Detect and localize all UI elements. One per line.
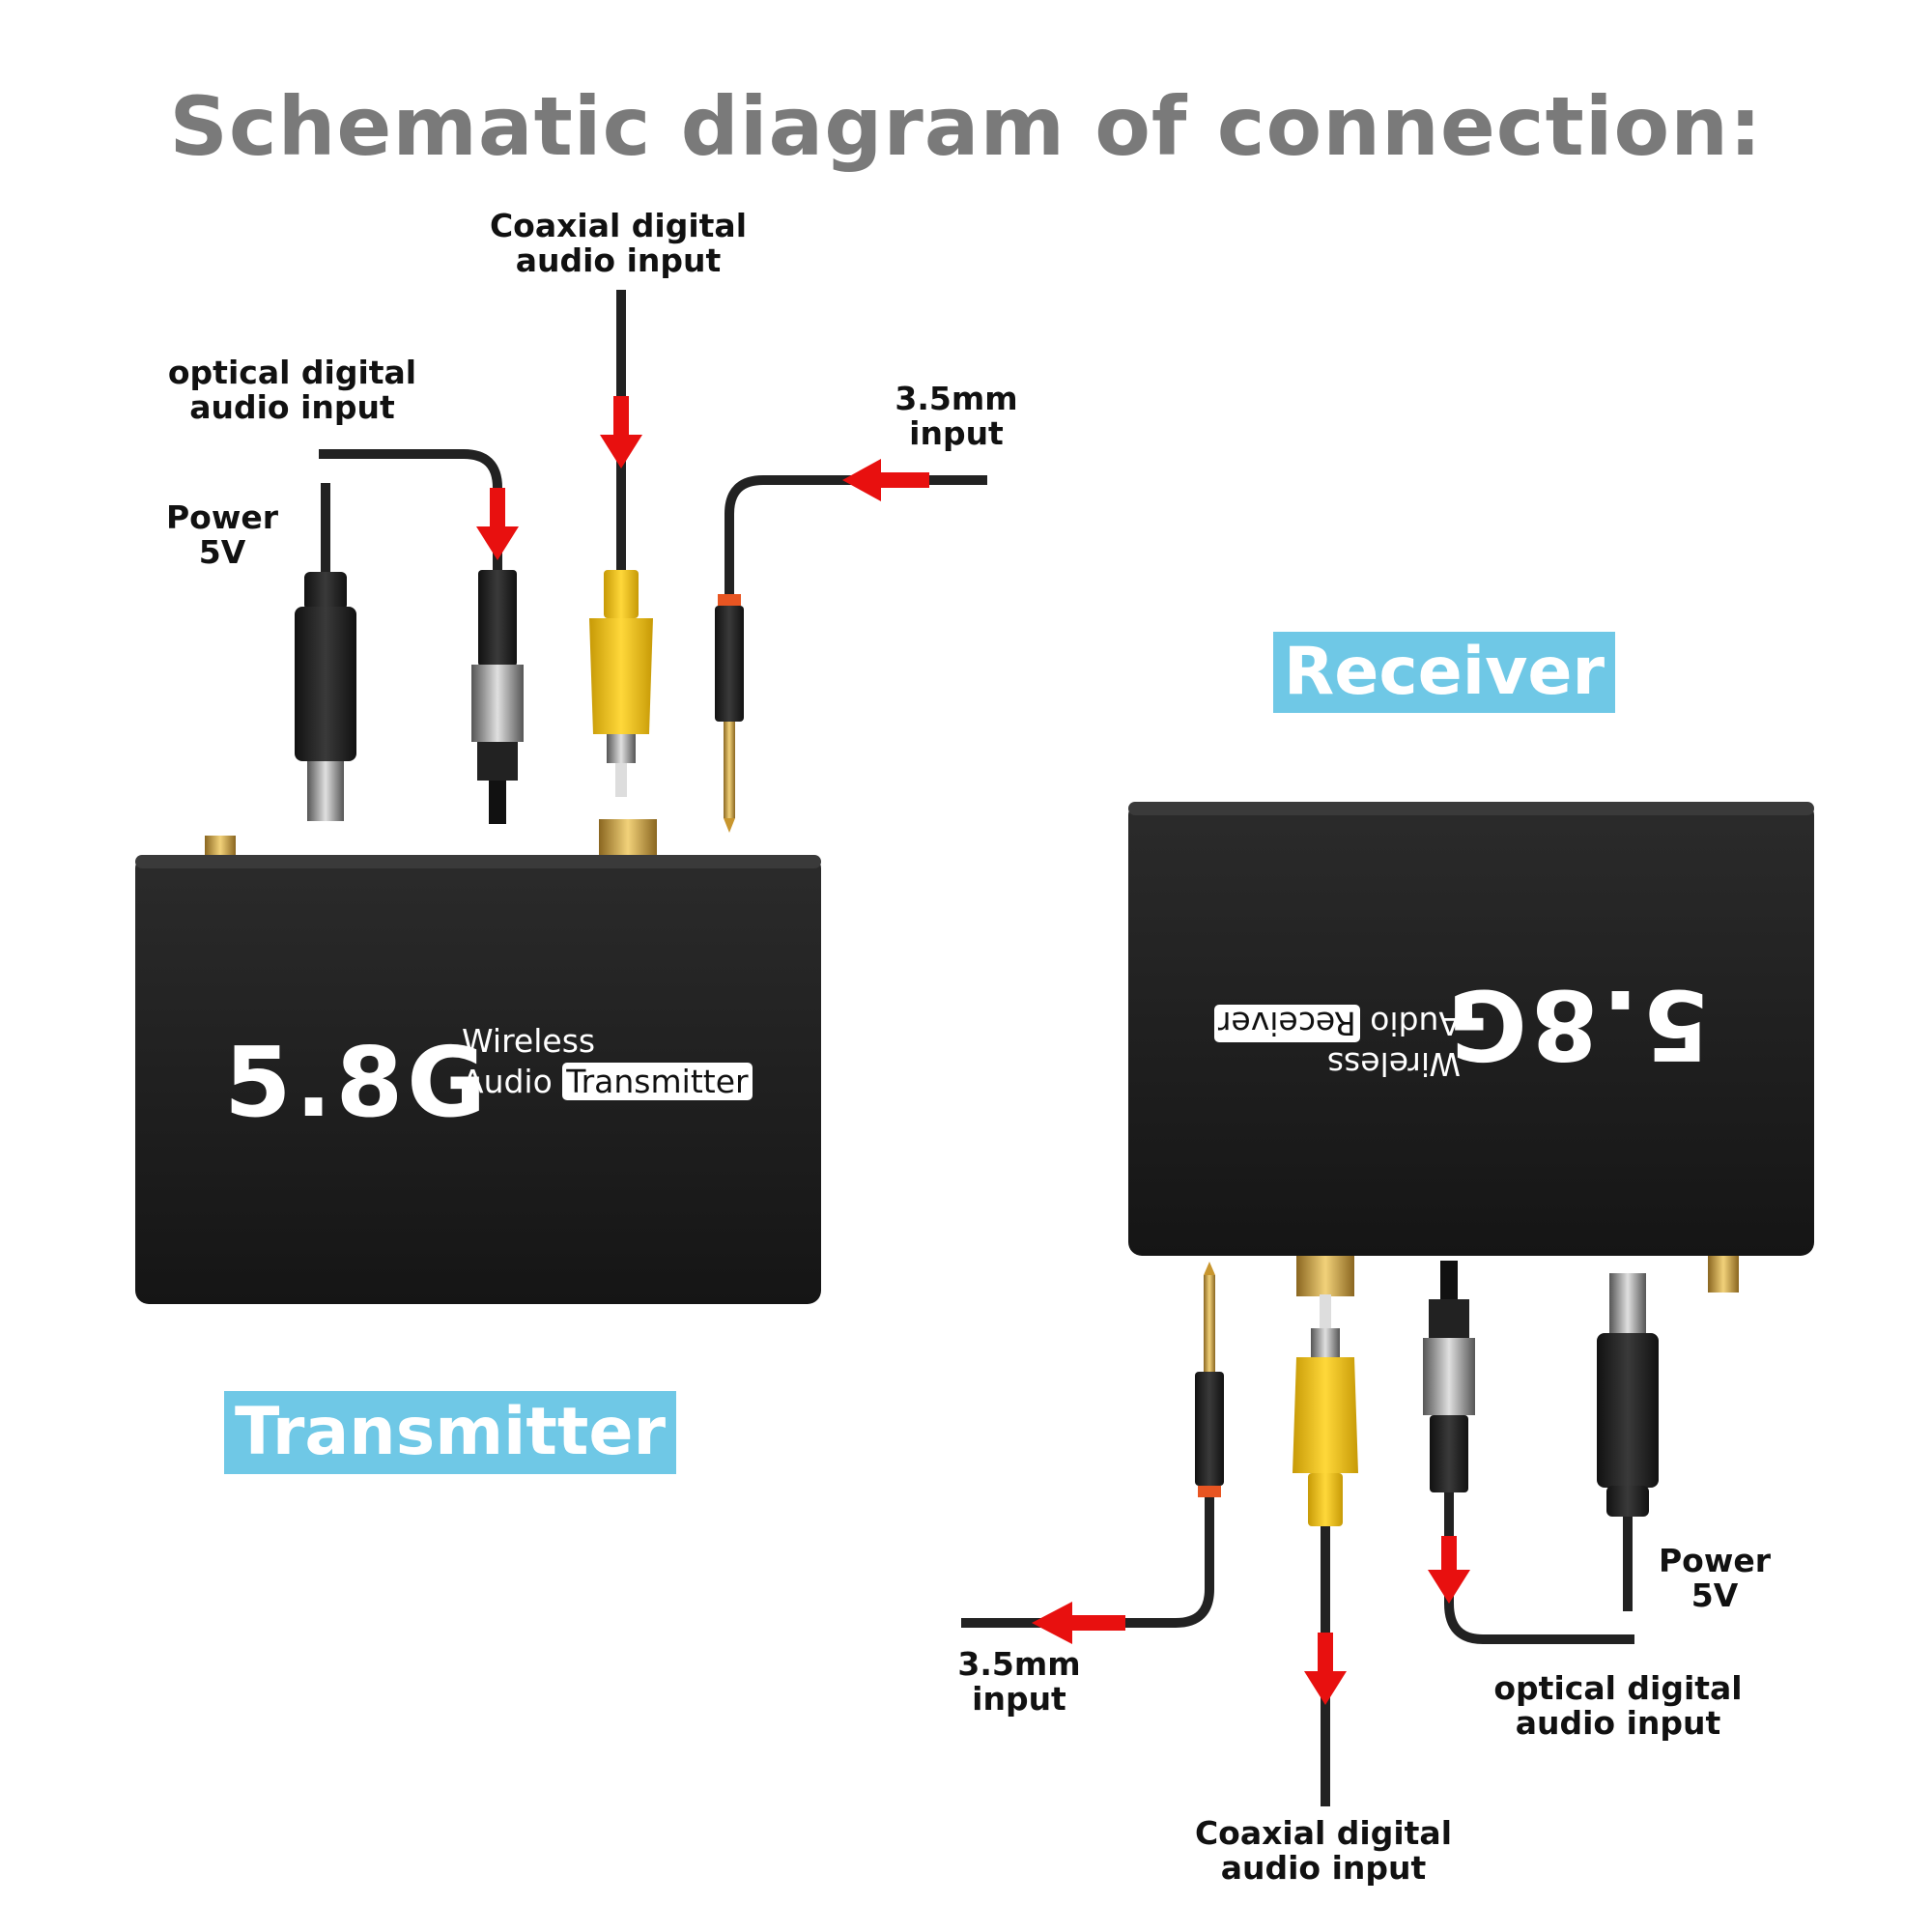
rx-arrow-optical	[1428, 1536, 1470, 1604]
rx-power-plug	[1597, 1273, 1659, 1517]
tx-device-model: 5.8G	[224, 1026, 491, 1139]
rx-device-line2-b: Receiver	[1213, 1005, 1360, 1042]
rx-device	[1128, 802, 1814, 1296]
tx-label-coaxial: Coaxial digital audio input	[489, 207, 748, 279]
rx-device-body	[1128, 802, 1814, 1256]
transmitter-group	[135, 290, 987, 1304]
tx-power-plug	[295, 572, 356, 821]
rx-rca-plug	[1293, 1294, 1358, 1526]
rx-optical-plug	[1423, 1261, 1475, 1492]
rx-label-optical: optical digital audio input	[1493, 1669, 1743, 1742]
rx-arrow-aux	[1032, 1602, 1125, 1644]
tx-device-line2-a: Audio	[462, 1063, 553, 1100]
tx-rca-plug	[589, 570, 653, 797]
rx-device-line1: Wireless	[1326, 1045, 1461, 1083]
tx-aux-plug	[715, 594, 744, 833]
tx-label-aux: 3.5mm input	[895, 380, 1018, 452]
tx-device-line1: Wireless	[462, 1022, 596, 1060]
rx-aux-cable	[961, 1492, 1214, 1628]
rx-label-aux: 3.5mm input	[957, 1645, 1081, 1718]
tx-arrow-optical	[476, 488, 519, 560]
tx-label-optical: optical digital audio input	[167, 354, 417, 426]
tx-arrow-aux	[842, 459, 929, 501]
tx-device-line2: Audio Transmitter	[462, 1063, 753, 1101]
tx-optical-plug	[471, 570, 524, 824]
tx-device	[135, 819, 821, 1304]
receiver-group	[961, 802, 1814, 1806]
rx-aux-plug	[1195, 1262, 1224, 1497]
tx-optical-cable	[319, 449, 502, 570]
rx-optical-cable	[1444, 1488, 1634, 1644]
rx-device-line2-a: Audio	[1370, 1005, 1461, 1042]
rx-label-power: Power 5V	[1659, 1542, 1771, 1614]
tx-device-line2-b: Transmitter	[562, 1063, 753, 1100]
tx-aux-cable	[724, 475, 987, 599]
rx-antenna-connector	[1708, 1256, 1739, 1293]
rx-device-model: 5.8G	[1443, 968, 1710, 1081]
receiver-tag: Receiver	[1273, 632, 1615, 713]
rx-arrow-coaxial	[1304, 1633, 1347, 1705]
rx-label-coaxial: Coaxial digital audio input	[1194, 1814, 1453, 1887]
transmitter-tag: Transmitter	[224, 1391, 676, 1474]
tx-coaxial-socket	[599, 819, 657, 856]
tx-device-body	[135, 855, 821, 1304]
rx-device-line2: Audio Receiver	[1213, 1004, 1461, 1042]
tx-arrow-coaxial	[600, 396, 642, 469]
tx-label-power: Power 5V	[166, 498, 278, 571]
rx-device-label: 5.8G Wireless Audio Receiver	[1208, 968, 1710, 1087]
rx-coaxial-socket	[1296, 1256, 1354, 1296]
page-title: Schematic diagram of connection:	[169, 79, 1763, 174]
